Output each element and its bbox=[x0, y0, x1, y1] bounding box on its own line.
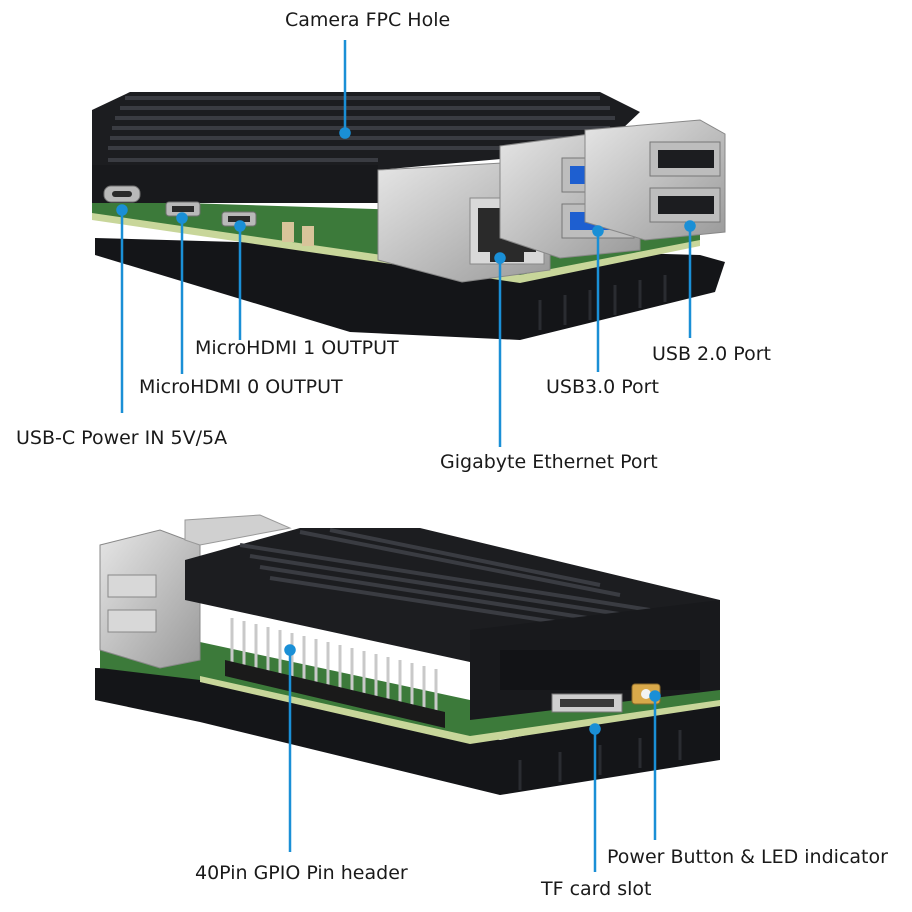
label-camera-fpc-hole: Camera FPC Hole bbox=[285, 9, 451, 31]
label-microhdmi-1-output: MicroHDMI 1 OUTPUT bbox=[195, 337, 399, 359]
label-usb2-port: USB 2.0 Port bbox=[652, 343, 771, 365]
label-usb3-port: USB3.0 Port bbox=[546, 376, 659, 398]
top-base-slots bbox=[538, 275, 667, 330]
label-40pin-gpio-header: 40Pin GPIO Pin header bbox=[195, 862, 408, 884]
top-device bbox=[92, 92, 726, 340]
label-gigabyte-ethernet-port: Gigabyte Ethernet Port bbox=[440, 451, 658, 473]
callout-lines bbox=[116, 40, 696, 872]
bottom-device bbox=[95, 514, 720, 795]
label-tf-card-slot: TF card slot bbox=[541, 878, 652, 900]
top-heatsink-fins bbox=[108, 96, 615, 162]
label-microhdmi-0-output: MicroHDMI 0 OUTPUT bbox=[139, 376, 343, 398]
label-power-button-led: Power Button & LED indicator bbox=[607, 846, 888, 868]
label-usb-c-power-in: USB-C Power IN 5V/5A bbox=[16, 427, 228, 449]
bottom-base bbox=[95, 668, 720, 795]
bottom-base-slots bbox=[518, 730, 682, 790]
rear-usb-stack bbox=[99, 529, 201, 669]
usb2-port-stack bbox=[584, 119, 726, 241]
